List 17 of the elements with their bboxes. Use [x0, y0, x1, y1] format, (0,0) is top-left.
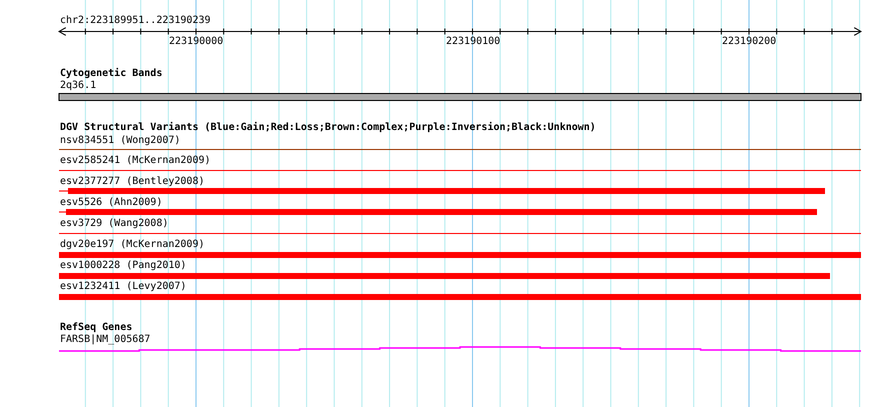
- variant-label: esv2585241 (McKernan2009): [60, 155, 211, 167]
- variant-label: esv2377277 (Bentley2008): [60, 176, 204, 188]
- variant-label: esv5526 (Ahn2009): [60, 197, 162, 209]
- variant-label: esv3729 (Wang2008): [60, 218, 168, 230]
- variant-label: dgv20e197 (McKernan2009): [60, 239, 204, 251]
- gene-label: FARSB|NM_005687: [60, 334, 150, 346]
- track-title: DGV Structural Variants (Blue:Gain;Red:Loss;Brown:Complex;Purple:Inversion;Black:Unknown): [60, 122, 596, 134]
- track-title: RefSeq Genes: [60, 322, 132, 334]
- band-label: 2q36.1: [60, 80, 96, 92]
- variant-label: esv1000228 (Pang2010): [60, 260, 186, 272]
- tick-label: 223190100: [446, 36, 500, 48]
- tick-label: 223190200: [722, 36, 776, 48]
- variant-label: nsv834551 (Wong2007): [60, 135, 180, 147]
- track-title: Cytogenetic Bands: [60, 68, 162, 80]
- coordinate-label: chr2:223189951..223190239: [60, 15, 211, 27]
- tick-label: 223190000: [169, 36, 224, 48]
- variant-label: esv1232411 (Levy2007): [60, 281, 186, 293]
